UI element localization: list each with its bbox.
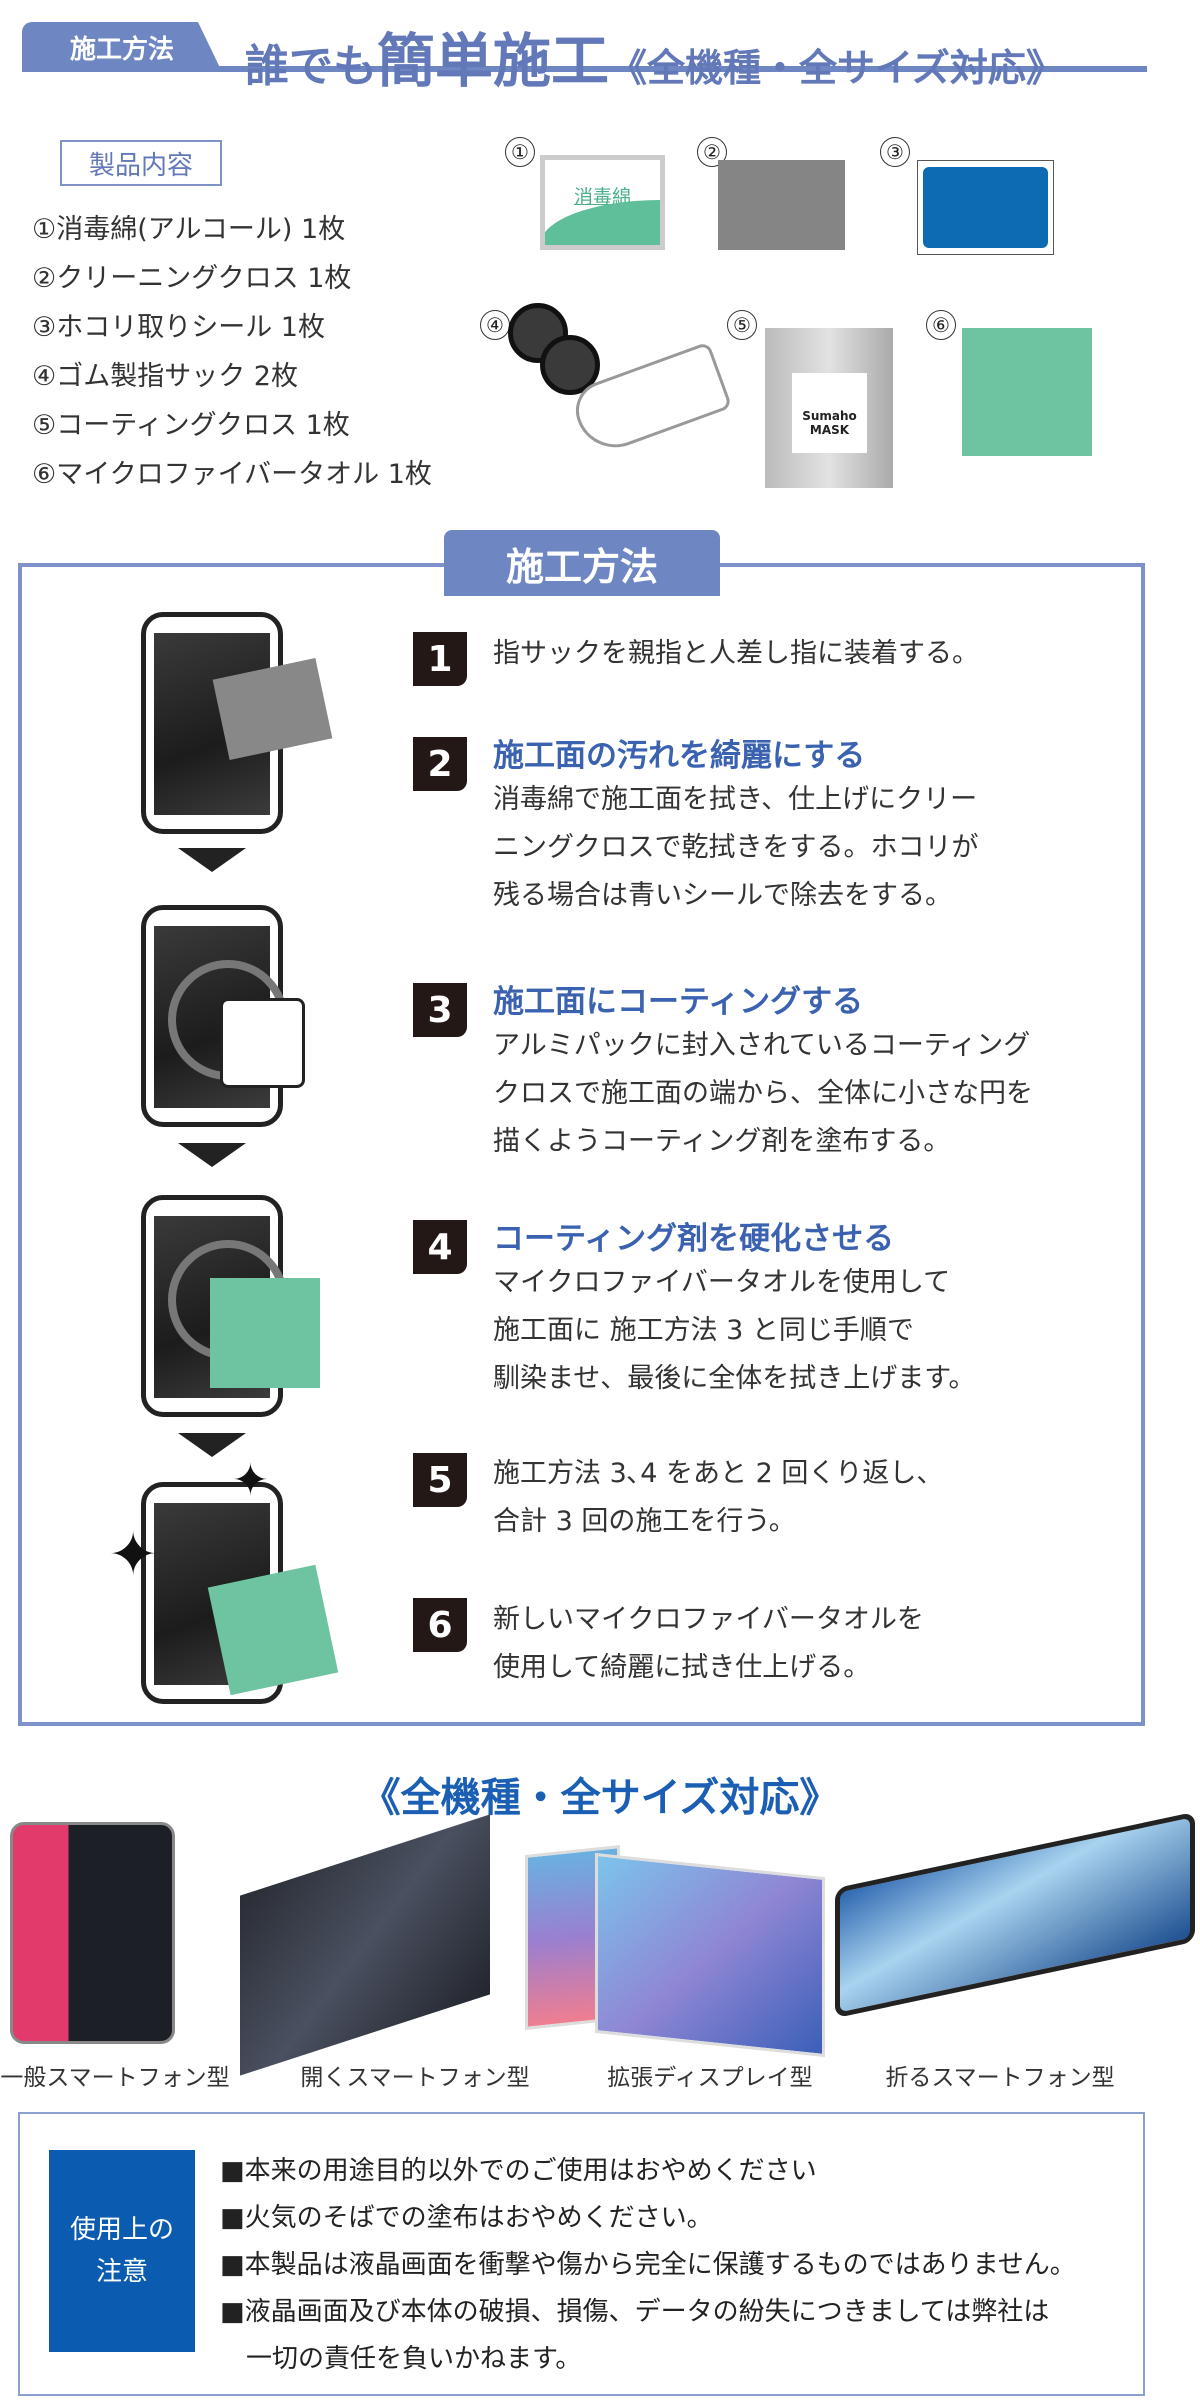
step-line: アルミパックに封入されているコーティング bbox=[493, 1030, 1031, 1061]
title-big: 簡単施工 bbox=[377, 27, 610, 95]
step-line: 施工面に 施工方法 3 と同じ手順で bbox=[493, 1315, 914, 1346]
step-line: 新しいマイクロファイバータオルを bbox=[493, 1604, 924, 1635]
step-line: 使用して綺麗に拭き仕上げる。 bbox=[493, 1652, 871, 1683]
header-tab: 施工方法 bbox=[22, 22, 222, 72]
step-text: 指サックを親指と人差し指に装着する。 bbox=[493, 638, 979, 669]
step-number: 3 bbox=[413, 983, 467, 1037]
step-line: 施工方法 3､4 をあと 2 回くり返し、 bbox=[493, 1458, 944, 1489]
step-number: 5 bbox=[413, 1453, 467, 1507]
steps-tab: 施工方法 bbox=[444, 530, 720, 596]
step-line: 合計 3 回の施工を行う。 bbox=[493, 1506, 796, 1537]
step-line: クロスで施工面の端から、全体に小さな円を bbox=[493, 1078, 1033, 1109]
list-item: ②クリーニングクロス 1枚 bbox=[32, 263, 352, 294]
list-item: ④ゴム製指サック 2枚 bbox=[32, 361, 298, 392]
step-number: 2 bbox=[413, 737, 467, 791]
list-item: ⑤コーティングクロス 1枚 bbox=[32, 410, 350, 441]
caution-label: 使用上の注意 bbox=[49, 2150, 195, 2352]
device-label: 一般スマートフォン型 bbox=[0, 2065, 230, 2091]
step-text: マイクロファイバータオルを使用して 施工面に 施工方法 3 と同じ手順で 馴染ま… bbox=[493, 1259, 976, 1403]
standard-phone-image bbox=[10, 1822, 175, 2044]
title-pre: 誰でも bbox=[245, 41, 377, 92]
microfiber-towel-image bbox=[962, 328, 1092, 456]
list-item: ③ホコリ取りシール 1枚 bbox=[32, 312, 325, 343]
caution-item: ■本製品は液晶画面を衝撃や傷から完全に保護するものではありません。 bbox=[220, 2250, 1076, 2280]
step-line: 消毒綿で施工面を拭き、仕上げにクリー bbox=[493, 784, 978, 815]
step-text: 新しいマイクロファイバータオルを 使用して綺麗に拭き仕上げる。 bbox=[493, 1596, 924, 1692]
caution-item: ■本来の用途目的以外でのご使用はおやめください bbox=[220, 2156, 817, 2186]
sparkle-icon: ✦ bbox=[108, 1520, 159, 1590]
devices-title: 《全機種・全サイズ対応》 bbox=[360, 1775, 840, 1821]
arrow-down-icon bbox=[178, 848, 246, 872]
microfiber-icon bbox=[207, 1564, 339, 1696]
device-label: 折るスマートフォン型 bbox=[885, 2065, 1115, 2091]
caution-label-line: 使用上の bbox=[69, 2215, 174, 2245]
step-line: ニングクロスで乾拭きをする。ホコリが bbox=[493, 832, 979, 863]
step-line: 馴染ませ、最後に全体を拭き上げます。 bbox=[493, 1363, 976, 1394]
list-item: ①消毒綿(アルコール) 1枚 bbox=[32, 214, 346, 245]
arrow-down-icon bbox=[178, 1143, 246, 1167]
folding-phone-image bbox=[835, 1811, 1195, 2019]
image-number: ⑥ bbox=[926, 310, 956, 340]
microfiber-icon bbox=[210, 1278, 320, 1388]
caution-list: ■本来の用途目的以外でのご使用はおやめください ■火気のそばでの塗布はおやめくだ… bbox=[220, 2148, 1076, 2383]
step-number: 1 bbox=[413, 632, 467, 686]
caution-item: ■火気のそばでの塗布はおやめください。 bbox=[220, 2203, 713, 2233]
contents-label: 製品内容 bbox=[60, 140, 222, 186]
arrow-down-icon bbox=[178, 1433, 246, 1457]
image-number: ④ bbox=[480, 310, 510, 340]
pack-logo: Sumaho MASK bbox=[792, 373, 867, 453]
header-rule bbox=[22, 66, 1147, 72]
step-number: 6 bbox=[413, 1598, 467, 1652]
image-number: ③ bbox=[880, 137, 910, 167]
sparkle-icon: ✦ bbox=[232, 1455, 269, 1506]
coating-pack-image: Sumaho MASK bbox=[765, 328, 893, 488]
page-title: 誰でも簡単施工《全機種・全サイズ対応》 bbox=[245, 14, 1064, 98]
opening-phone-image bbox=[240, 1814, 490, 2076]
caution-item: 一切の責任を負いかねます。 bbox=[220, 2344, 582, 2374]
finger-cot-icon bbox=[540, 335, 600, 395]
dust-sticker-image bbox=[917, 160, 1054, 255]
step-line: 描くようコーティング剤を塗布する。 bbox=[493, 1126, 951, 1157]
wipe-image: 消毒綿 bbox=[540, 155, 665, 250]
step-title: 施工面の汚れを綺麗にする bbox=[493, 738, 866, 774]
caution-item: ■液晶画面及び本体の破損、損傷、データの紛失につきましては弊社は bbox=[220, 2297, 1050, 2327]
step-line: マイクロファイバータオルを使用して bbox=[493, 1267, 951, 1298]
extended-display-image bbox=[595, 1852, 825, 2058]
image-number: ① bbox=[505, 137, 535, 167]
step-text: 施工方法 3､4 をあと 2 回くり返し、 合計 3 回の施工を行う。 bbox=[493, 1450, 943, 1546]
device-label: 開くスマートフォン型 bbox=[300, 2065, 530, 2091]
caution-label-line: 注意 bbox=[95, 2257, 148, 2287]
list-item: ⑥マイクロファイバータオル 1枚 bbox=[32, 459, 432, 490]
coating-cloth-icon bbox=[220, 998, 305, 1088]
caution-panel bbox=[18, 2112, 1145, 2396]
step-number: 4 bbox=[413, 1220, 467, 1274]
device-label: 拡張ディスプレイ型 bbox=[607, 2065, 813, 2091]
step-title: コーティング剤を硬化させる bbox=[493, 1221, 895, 1257]
image-number: ⑤ bbox=[727, 310, 757, 340]
step-line: 残る場合は青いシールで除去をする。 bbox=[493, 880, 952, 911]
contents-list: ①消毒綿(アルコール) 1枚 ②クリーニングクロス 1枚 ③ホコリ取りシール 1… bbox=[32, 205, 432, 499]
step-title: 施工面にコーティングする bbox=[493, 984, 864, 1020]
step-text: 消毒綿で施工面を拭き、仕上げにクリー ニングクロスで乾拭きをする。ホコリが 残る… bbox=[493, 776, 978, 920]
cleaning-cloth-image bbox=[718, 160, 845, 250]
title-sub: 《全機種・全サイズ対応》 bbox=[609, 46, 1064, 90]
step-text: アルミパックに封入されているコーティング クロスで施工面の端から、全体に小さな円… bbox=[493, 1022, 1033, 1166]
